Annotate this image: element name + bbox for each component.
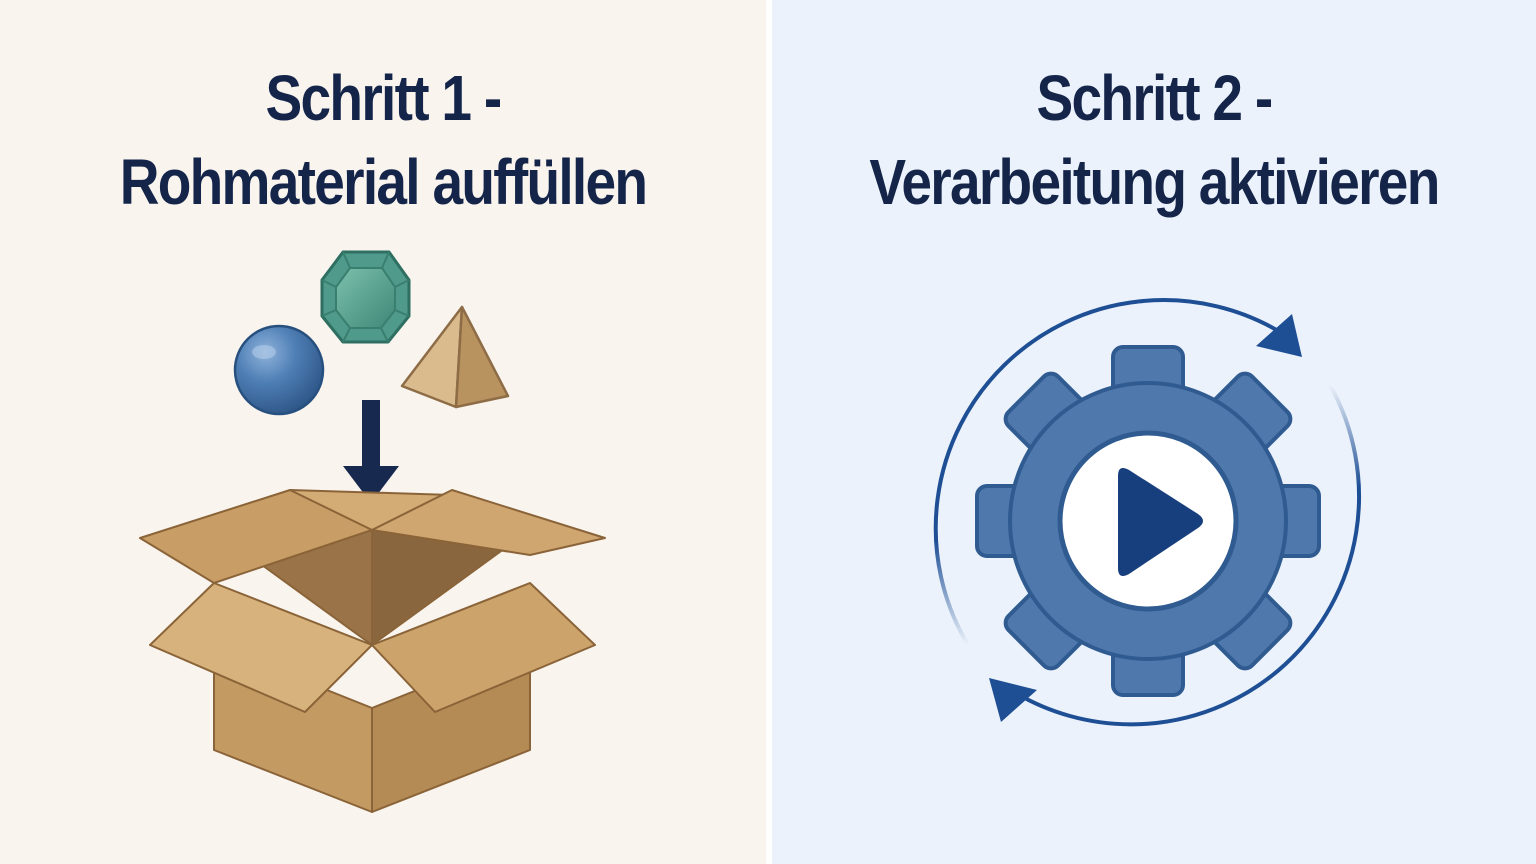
step-2-title: Schritt 2 - Verarbeitung aktivieren: [825, 56, 1482, 224]
step-2-illustration: [933, 298, 1361, 727]
step-1-panel: Schritt 1 - Rohmaterial auffüllen: [0, 0, 766, 864]
panel-divider: [766, 0, 772, 864]
step-2-title-line2: Verarbeitung aktivieren: [869, 146, 1440, 218]
gear-icon: [975, 345, 1321, 697]
pyramid-icon: [400, 305, 510, 409]
hexagon-gem-icon: [320, 250, 411, 344]
step-1-title-line1: Schritt 1 -: [265, 62, 503, 134]
step-1-illustration: [139, 250, 606, 813]
step-1-title-line2: Rohmaterial auffüllen: [119, 146, 648, 218]
sphere-icon: [233, 324, 325, 416]
open-box-icon: [139, 489, 606, 813]
arrow-down-icon: [343, 400, 399, 503]
step-1-title: Schritt 1 - Rohmaterial auffüllen: [54, 56, 713, 224]
play-icon: [1118, 468, 1203, 576]
step-2-title-line1: Schritt 2 -: [1036, 62, 1274, 134]
cycle-arrows-icon: [933, 298, 1361, 727]
step-2-panel: Schritt 2 - Verarbeitung aktivieren: [772, 0, 1536, 864]
